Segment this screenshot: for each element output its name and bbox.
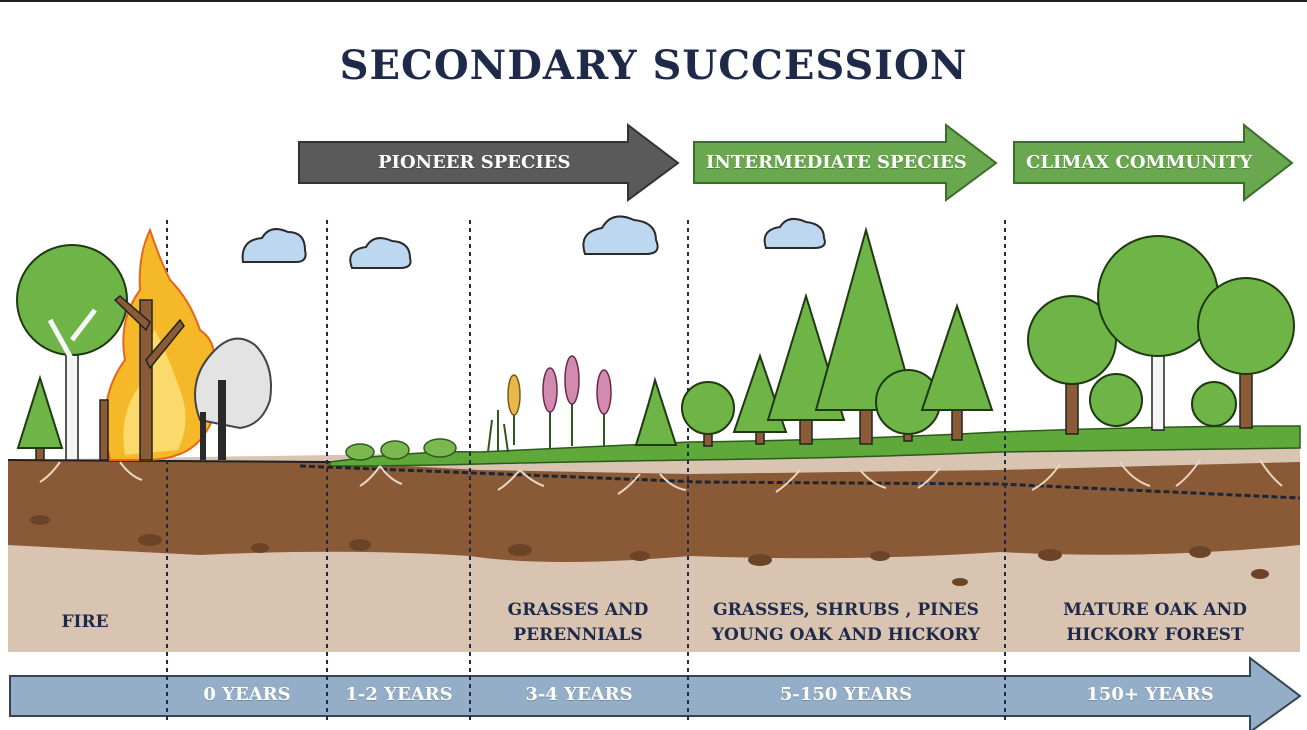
intermediate-species-label: INTERMEDIATE SPECIES — [706, 152, 967, 173]
shrub-icon — [1089, 373, 1237, 427]
climax-community-label: CLIMAX COMMUNITY — [1026, 152, 1253, 173]
burning-tree-icon — [99, 295, 185, 461]
intermediate-species-arrow — [693, 122, 998, 202]
pioneer-species-label: PIONEER SPECIES — [378, 152, 571, 173]
young-oak-tree-icon — [681, 381, 735, 447]
root-line — [299, 464, 1301, 500]
smoke-cloud — [194, 337, 272, 430]
stage-label-grasses-perennials: GRASSES AND PERENNIALS — [478, 598, 678, 648]
stage-label-line-2: PERENNIALS — [513, 625, 643, 645]
stage-label-shrubs-pines: GRASSES, SHRUBS , PINES YOUNG OAK AND HI… — [694, 598, 998, 648]
charred-trunk-icon — [200, 380, 226, 460]
root-system — [39, 459, 1283, 495]
perennial-plants — [487, 355, 678, 453]
pine-tree-icon — [814, 226, 918, 445]
stage-label-fire-text: FIRE — [61, 612, 109, 632]
climax-community-arrow — [1013, 122, 1294, 203]
cloud-icon — [582, 215, 659, 255]
timeline-label-3-4-years: 3-4 YEARS — [525, 684, 633, 705]
stage-label-line-1: MATURE OAK AND — [1063, 600, 1247, 620]
hickory-tree-icon — [1197, 277, 1295, 429]
cloud-icon — [349, 237, 412, 269]
stage-label-line-1: GRASSES AND — [507, 600, 649, 620]
birch-tree-icon — [16, 244, 128, 461]
timeline-label-0-years: 0 YEARS — [203, 684, 291, 705]
timeline-label-150-plus-years: 150+ YEARS — [1086, 684, 1214, 705]
ground-surface-line — [7, 459, 331, 463]
stage-label-line-2: HICKORY FOREST — [1066, 625, 1244, 645]
pine-tree-icon — [16, 374, 64, 461]
soil-rocks — [30, 515, 1269, 586]
stage-label-fire: FIRE — [40, 610, 130, 635]
pine-tree-icon — [920, 302, 994, 441]
stage-dividers — [166, 220, 1006, 720]
topsoil-layer — [8, 460, 1300, 562]
stage-label-line-2: YOUNG OAK AND HICKORY — [711, 625, 981, 645]
fire-inner-flame — [123, 330, 186, 455]
small-shrubs — [345, 438, 457, 461]
stage-label-mature-forest: MATURE OAK AND HICKORY FOREST — [1030, 598, 1280, 648]
page-title: SECONDARY SUCCESSION — [339, 42, 968, 89]
cloud-icon — [763, 217, 826, 249]
timeline-arrow — [9, 655, 1302, 730]
birch-tree-icon — [1097, 235, 1219, 431]
grass-strip — [329, 425, 1301, 467]
timeline-label-1-2-years: 1-2 YEARS — [345, 684, 453, 705]
oak-tree-icon — [1027, 295, 1117, 435]
pioneer-species-arrow — [298, 122, 680, 202]
cloud-icon — [241, 228, 307, 263]
stage-label-line-1: GRASSES, SHRUBS , PINES — [713, 600, 979, 620]
timeline-label-5-150-years: 5-150 YEARS — [779, 684, 913, 705]
